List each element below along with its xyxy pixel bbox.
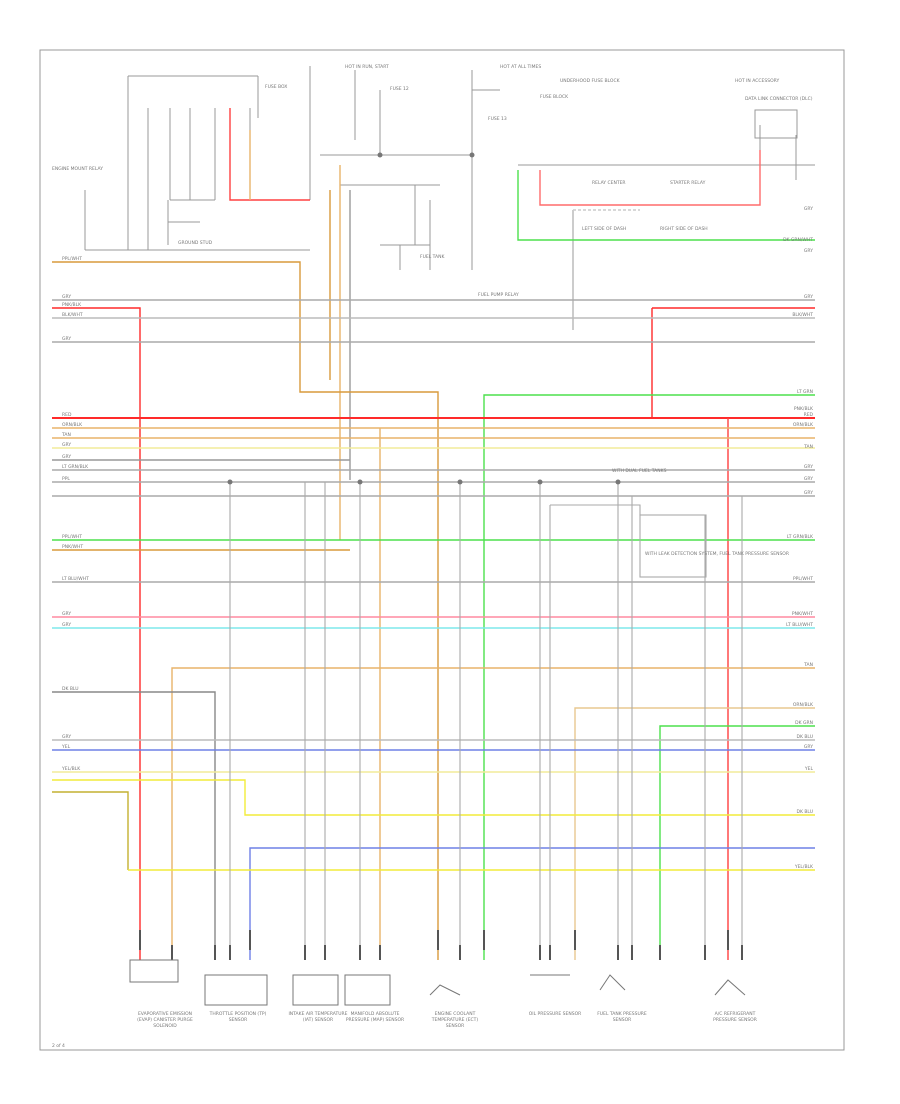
- top-label-group: HOT IN RUN, START HOT AT ALL TIMES HOT I…: [52, 64, 813, 298]
- ect-sensor-symbol: [429, 984, 461, 996]
- right-wire-label: GRY: [804, 744, 813, 750]
- component-label: INTAKE AIR TEMPERATURE(IAT) SENSOR: [288, 1011, 347, 1023]
- component-label: OIL PRESSURE SENSOR: [529, 1011, 582, 1017]
- left-wire-label: BLK/WHT: [62, 312, 83, 318]
- label-engine-mount-relay: ENGINE MOUNT RELAY: [52, 166, 103, 172]
- bottom-connector-pins: [139, 930, 743, 960]
- right-wire-label: GRY: [804, 476, 813, 482]
- left-wire-labels: PPL/WHT GRY PNK/BLK BLK/WHT GRY RED ORN/BLK TAN…: [61, 256, 89, 772]
- left-wire-label: GRY: [62, 611, 71, 617]
- splice-dots: [227, 152, 621, 485]
- left-wire-label: LT BLU/WHT: [62, 576, 89, 582]
- left-wire-label: PPL/WHT: [62, 534, 82, 540]
- right-wire-label: DK BLU: [796, 809, 813, 815]
- label-underhood-fuse: UNDERHOOD FUSE BLOCK: [560, 78, 621, 84]
- right-wire-label: LT GRN/BLK: [787, 534, 814, 540]
- label-data-link-connector: DATA LINK CONNECTOR (DLC): [745, 96, 813, 102]
- right-wire-label: LT GRN: [797, 389, 813, 395]
- label-hot-in-run: HOT IN RUN, START: [345, 64, 389, 70]
- top-colored-wires: [229, 108, 815, 540]
- splice-note: WITH DUAL FUEL TANKS: [612, 468, 667, 474]
- component-label: EVAPORATIVE EMISSION(EVAP) CANISTER PURG…: [137, 1011, 193, 1029]
- right-wire-label: DK BLU: [796, 734, 813, 740]
- left-wire-label: PNK/WHT: [62, 544, 83, 550]
- right-wire-label: PNK/WHT: [792, 611, 813, 617]
- right-wire-label: YEL: [804, 766, 814, 772]
- label-fuse-12: FUSE 12: [390, 86, 409, 92]
- left-wire-label: GRY: [62, 336, 71, 342]
- left-wire-label: TAN: [61, 432, 71, 438]
- right-wire-label: GRY: [804, 464, 813, 470]
- label-fuse-block: FUSE BLOCK: [540, 94, 569, 100]
- bottom-components: [129, 959, 746, 1006]
- ac-pressure-symbol: [714, 979, 746, 996]
- map-sensor-symbol: [344, 974, 391, 1006]
- component-label: THROTTLE POSITION (TP)SENSOR: [209, 1011, 267, 1023]
- left-wire-label: GRY: [62, 734, 71, 740]
- right-wire-label: GRY: [804, 206, 813, 212]
- right-wire-label: PNK/BLK: [794, 406, 814, 412]
- horizontal-wires: [52, 261, 815, 960]
- right-wire-label: PPL/WHT: [793, 576, 813, 582]
- left-wire-label: YEL/BLK: [61, 766, 81, 772]
- iat-sensor-symbol: [292, 974, 339, 1006]
- right-wire-label: TAN: [803, 662, 813, 668]
- label-fuel-pump-relay: FUEL PUMP RELAY: [478, 292, 519, 298]
- left-wire-label: GRY: [62, 442, 71, 448]
- label-right-side-of-dash: RIGHT SIDE OF DASH: [660, 226, 708, 232]
- label-fuse-13: FUSE 13: [488, 116, 507, 122]
- fuel-tank-pressure-symbol: [599, 974, 626, 991]
- right-wire-label: ORN/BLK: [793, 702, 814, 708]
- left-wire-label: YEL: [61, 744, 71, 750]
- label-hot-at-all-times: HOT AT ALL TIMES: [500, 64, 541, 70]
- label-fuel-tank: FUEL TANK: [420, 254, 446, 260]
- bottom-component-labels: EVAPORATIVE EMISSION(EVAP) CANISTER PURG…: [137, 1011, 757, 1029]
- right-wire-labels: GRY DK GRN/WHT GRY GRY BLK/WHT LT GRN PNK/BLKR…: [783, 206, 814, 870]
- left-wire-label: GRY: [62, 622, 71, 628]
- sensor-note: WITH LEAK DETECTION SYSTEM, FUEL TANK PR…: [645, 551, 789, 557]
- left-wire-label: PPL/WHT: [62, 256, 82, 262]
- left-wire-label: PNK/BLK: [62, 302, 82, 308]
- right-wire-label: GRY: [804, 490, 813, 496]
- left-wire-label: DK BLU: [62, 686, 79, 692]
- right-wire-label: YEL/BLK: [794, 864, 814, 870]
- label-hot-in-accessory: HOT IN ACCESSORY: [735, 78, 779, 84]
- right-wire-label: TAN: [803, 444, 813, 450]
- right-wire-label: ORN/BLK: [793, 422, 814, 428]
- left-wire-label: RED: [62, 412, 72, 418]
- left-wire-label: LT GRN/BLK: [62, 464, 89, 470]
- left-wire-label: GRY: [62, 454, 71, 460]
- label-left-side-of-dash: LEFT SIDE OF DASH: [582, 226, 626, 232]
- right-wire-label: GRY: [804, 294, 813, 300]
- label-starter-relay: STARTER RELAY: [670, 180, 706, 186]
- vertical-drops: [229, 482, 743, 960]
- left-wire-label: PPL: [62, 476, 70, 482]
- left-wire-label: GRY: [62, 294, 71, 300]
- right-wire-label: GRY: [804, 248, 813, 254]
- right-wire-label: DK GRN/WHT: [783, 237, 813, 243]
- right-wire-label: BLK/WHT: [792, 312, 813, 318]
- left-wire-label: ORN/BLK: [62, 422, 83, 428]
- tp-sensor-symbol: [204, 974, 268, 1006]
- right-wire-label: RED: [804, 412, 814, 418]
- mid-annotation-group: WITH DUAL FUEL TANKS WITH LEAK DETECTION…: [612, 468, 789, 557]
- label-ground-stud: GROUND STUD: [178, 240, 213, 246]
- label-fuse-box: FUSE BOX: [265, 84, 287, 90]
- evap-solenoid-symbol: [129, 959, 179, 983]
- top-section: [84, 66, 815, 330]
- label-relay-center: RELAY CENTER: [592, 180, 626, 186]
- page-footer: 2 of 4: [52, 1043, 65, 1049]
- right-wire-label: DK GRN: [795, 720, 813, 726]
- right-wire-label: LT BLU/WHT: [786, 622, 813, 628]
